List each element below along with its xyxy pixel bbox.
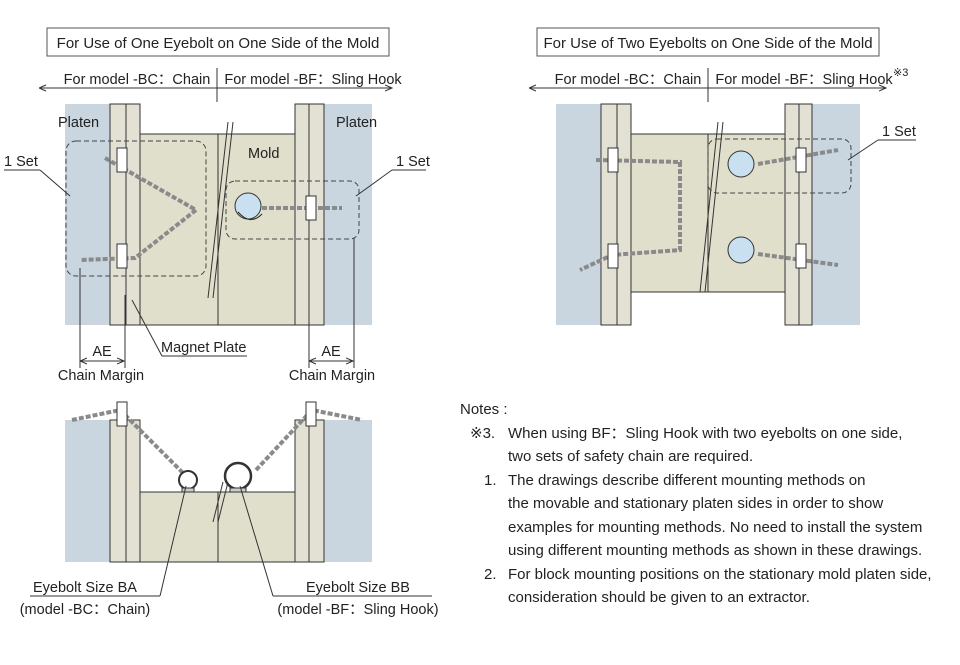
platen-left [65,104,110,325]
detail-plate [109,419,127,563]
r-chain-upper [579,158,682,272]
label-platen-right: Platen [336,115,377,131]
r-sling-hook-lower-icon [727,236,755,264]
eyebolt-ba-icon [178,470,198,490]
note-text: For block mounting positions on the stat… [508,563,955,610]
plate-left-inner [125,103,141,326]
label-1set-left: 1 Set [4,154,38,170]
r-plate [600,103,618,326]
label-eyebolt-ba-sub: (model -BC：Chain) [20,602,151,618]
detail-platen-right [324,420,372,562]
note-marker: 1. [484,471,497,489]
label-chain-margin-right: Chain Margin [289,368,375,384]
r-break-mark [699,121,724,293]
title-left: For Use of One Eyebolt on One Side of th… [57,35,380,52]
leader-ba [159,485,187,597]
note-line: the movable and stationary platen sides … [508,495,884,512]
break-mark [207,121,234,299]
leader-1set-right-diag [355,169,393,197]
label-mold: Mold [248,146,279,162]
left-top-diagram: For Use of One Eyebolt on One Side of th… [4,27,430,384]
r-set-outline [707,138,852,194]
r-block [607,243,619,269]
eyebolt-detail-diagram: Eyebolt Size BA (model -BC：Chain) Eyebol… [20,401,439,618]
label-1set-right: 1 Set [396,154,430,170]
note-item-2: 2. For block mounting positions on the s… [484,563,955,610]
model-bc-right: For model -BC：Chain [555,72,702,88]
note-line: When using BF：Sling Hook with two eyebol… [508,424,903,442]
platen-right [324,104,372,325]
title-box-right [536,27,880,57]
eyebolt-ba-base [181,487,195,493]
eyebolt-bb-icon [223,461,253,491]
block-mount [305,195,317,221]
label-eyebolt-ba: Eyebolt Size BA [33,580,137,596]
note-line: using different mounting methods as show… [508,542,923,559]
r-chain-hook-lower [757,252,839,267]
r-chain-hook-upper [757,148,839,166]
sling-hook-icon [234,192,262,220]
label-magnet-plate: Magnet Plate [161,340,246,356]
eyebolt-bb-base [229,487,247,493]
chain-v-lower [79,208,198,262]
title-box-left [46,27,390,57]
detail-plate [294,419,310,563]
note-item-1: 1. The drawings describe different mount… [484,469,955,563]
r-label-1set: 1 Set [882,124,916,140]
set-outline-right [225,180,360,240]
note-text: The drawings describe different mounting… [508,469,955,563]
model-bf-right: For model -BF：Sling Hook [715,72,893,88]
r-platen-left [556,104,601,325]
leader-bb [239,485,274,597]
plate-left-outer [109,103,127,326]
r-block [607,147,619,173]
r-plate [798,103,813,326]
label-eyebolt-bb-sub: (model -BF：Sling Hook) [277,602,438,618]
note-marker: ※3. [470,424,496,442]
detail-break-mark [212,481,229,523]
right-top-diagram: For Use of Two Eyebolts on One Side of t… [530,27,916,326]
note-line: two sets of safety chain are required. [508,448,754,465]
block-mount [116,243,128,269]
leader-magnet [131,299,163,357]
leader-1set-left-diag [39,169,71,197]
title-right: For Use of Two Eyebolts on One Side of t… [543,35,872,52]
detail-plate [125,419,141,563]
r-leader-1set-diag [847,139,879,161]
detail-block [116,401,128,427]
model-bc-left: For model -BC：Chain [64,72,211,88]
block-mount [116,147,128,173]
label-eyebolt-bb: Eyebolt Size BB [306,580,410,596]
r-platen-right [812,104,860,325]
note-line: examples for mounting methods. No need t… [508,518,923,536]
r-plate [616,103,632,326]
note-line: The drawings describe different mounting… [508,471,866,489]
note-line: For block mounting positions on the stat… [508,565,932,583]
detail-platen-left [65,420,110,562]
detail-plate [308,419,325,563]
detail-block [305,401,317,427]
note-ref-3: ※3 [893,67,908,79]
r-block [795,243,807,269]
notes-block: Notes : ※3. When using BF：Sling Hook wit… [460,398,955,610]
r-block [795,147,807,173]
note-line: consideration should be given to an extr… [508,589,810,606]
note-item-3: ※3. When using BF：Sling Hook with two ey… [470,422,955,469]
sling-hook-tip [237,211,263,221]
note-text: When using BF：Sling Hook with two eyebol… [508,422,955,469]
set-outline-left [65,140,207,277]
note-marker: 2. [484,565,497,583]
label-chain-margin-left: Chain Margin [58,368,144,384]
label-platen-left: Platen [58,115,99,131]
model-bf-left: For model -BF：Sling Hook [224,72,402,88]
detail-chain-right [254,407,363,472]
r-sling-hook-upper-icon [727,150,755,178]
label-ae-right: AE [321,344,341,360]
label-ae-left: AE [92,344,112,360]
notes-heading: Notes : [460,401,508,418]
r-plate [784,103,800,326]
